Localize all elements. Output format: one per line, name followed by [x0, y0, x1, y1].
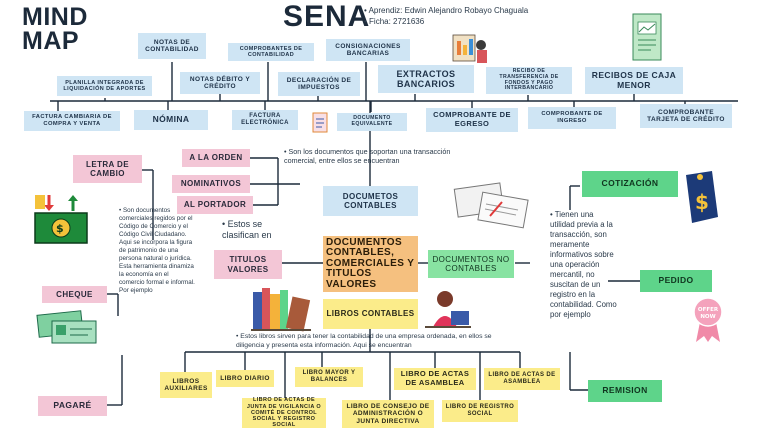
- no-contables-desc-text: Tienen una utilidad previa a la transacc…: [550, 210, 617, 319]
- author-line: • Aprendiz: Edwin Alejandro Robayo Chagu…: [364, 6, 529, 15]
- documentos-contables-desc-text: Son los documentos que soportan una tran…: [284, 147, 451, 166]
- box-comprobante-ingreso: COMPROBANTE DE INGRESO: [528, 107, 616, 129]
- box-al-portador: AL PORTADOR: [177, 196, 253, 214]
- offer-badge-icon: OFFER NOW: [693, 297, 723, 342]
- box-comprobantes-contabilidad: COMPROBANTES DE CONTABILIDAD: [228, 43, 314, 61]
- box-declaracion: DECLARACIÓN DE IMPUESTOS: [278, 72, 360, 96]
- libros-desc-text: Estos libros sirven para tener la contab…: [236, 333, 492, 349]
- author-text: Aprendiz: Edwin Alejandro Robayo Chagual…: [368, 6, 529, 15]
- svg-text:NOW: NOW: [700, 314, 715, 320]
- box-main-topic: DOCUMENTOS CONTABLES, COMERCIALES Y TITU…: [323, 236, 418, 292]
- money-icon: $: [34, 195, 88, 244]
- no-contables-desc: • Tienen una utilidad previa a la transa…: [550, 210, 617, 319]
- box-extractos: EXTRACTOS BANCARIOS: [378, 65, 474, 93]
- box-libro-actas-asamblea-2: LIBRO DE ACTAS DE ASAMBLEA: [484, 368, 560, 390]
- sena-title: SENA: [283, 0, 371, 33]
- box-cheque: CHEQUE: [42, 286, 107, 303]
- box-libro-mayor: LIBRO MAYOR Y BALANCES: [295, 367, 363, 387]
- box-comprobante-egreso: COMPROBANTE DE EGRESO: [426, 108, 518, 132]
- box-notas-debito: NOTAS DÉBITO Y CRÉDITO: [180, 72, 260, 94]
- estos-se-clasifican: • Estos se clasifican en: [222, 219, 272, 240]
- estos-se-clasifican-text: Estos se clasifican en: [222, 219, 272, 240]
- titulos-desc-text: Son documentos comerciales regidos por e…: [119, 207, 195, 295]
- documentos-contables-desc: • Son los documentos que soportan una tr…: [284, 147, 451, 166]
- box-a-la-orden: A LA ORDEN: [182, 149, 250, 167]
- box-pagare: PAGARÉ: [38, 396, 107, 416]
- box-libros-contables: LIBROS CONTABLES: [323, 299, 418, 329]
- box-factura-electronica: FACTURA ELECTRÓNICA: [232, 110, 298, 130]
- box-cotizacion: COTIZACIÓN: [582, 171, 678, 197]
- ficha-line: • Ficha: 2721636: [364, 17, 425, 26]
- box-titulos-valores: TITULOS VALORES: [214, 250, 282, 279]
- mind-word: MIND: [22, 3, 88, 31]
- map-word: MAP: [22, 26, 80, 55]
- box-libros-auxiliares: LIBROS AUXILIARES: [160, 372, 212, 398]
- box-documento-equivalente: DOCUMENTO EQUIVALENTE: [337, 113, 407, 131]
- libros-desc: • Estos libros sirven para tener la cont…: [236, 333, 492, 349]
- svg-text:$: $: [56, 222, 64, 235]
- box-notas-contabilidad: NOTAS DE CONTABILIDAD: [138, 33, 206, 59]
- price-tag-icon: $: [686, 171, 718, 223]
- box-consignaciones: CONSIGNACIONES BANCARIAS: [326, 39, 410, 61]
- cheque-icon: [36, 310, 97, 344]
- box-remision: REMISION: [588, 380, 662, 402]
- box-planilla: PLANILLA INTEGRADA DE LIQUIDACIÓN DE APO…: [57, 76, 152, 96]
- accounting-desk-icon: [452, 34, 487, 63]
- svg-text:$: $: [695, 190, 709, 214]
- box-libro-registro-social: LIBRO DE REGISTRO SOCIAL: [442, 400, 518, 422]
- ficha-text: Ficha: 2721636: [369, 17, 425, 26]
- box-libro-consejo: LIBRO DE CONSEJO DE ADMINISTRACIÓN O JUN…: [342, 400, 434, 428]
- clipboard-icon: [312, 112, 328, 133]
- box-documentos-no-contables: DOCUMENTOS NO CONTABLES: [428, 250, 514, 278]
- svg-text:OFFER: OFFER: [698, 307, 719, 313]
- box-recibo-transferencia: RECIBO DE TRANSFERENCIA DE FONDOS Y PAGO…: [486, 67, 572, 94]
- box-libro-diario: LIBRO DIARIO: [216, 370, 274, 387]
- box-nominativos: NOMINATIVOS: [172, 175, 250, 193]
- box-comprobante-tarjeta: COMPROBANTE TARJETA DE CRÉDITO: [640, 104, 732, 128]
- books-icon: [251, 288, 311, 332]
- titulos-desc: • Son documentos comerciales regidos por…: [119, 207, 195, 295]
- box-libro-actas-junta: LIBRO DE ACTAS DE JUNTA DE VIGILANCIA O …: [242, 397, 326, 428]
- box-letra-cambio: LETRA DE CAMBIO: [73, 155, 142, 183]
- box-recibos-caja: RECIBOS DE CAJA MENOR: [585, 67, 683, 94]
- box-libro-actas-asamblea: LIBRO DE ACTAS DE ASAMBLEA: [394, 368, 476, 390]
- box-pedido: PEDIDO: [640, 270, 712, 292]
- person-working-icon: [425, 291, 471, 328]
- paper-documents-icon: [453, 182, 529, 229]
- mind-map-title: MIND MAP: [22, 3, 88, 55]
- document-chart-icon: [632, 13, 662, 61]
- box-documentos-contables: DOCUMETOS CONTABLES: [323, 186, 418, 216]
- box-factura-cambiaria: FACTURA CAMBIARIA DE COMPRA Y VENTA: [24, 111, 120, 131]
- box-nomina: NÓMINA: [134, 110, 208, 130]
